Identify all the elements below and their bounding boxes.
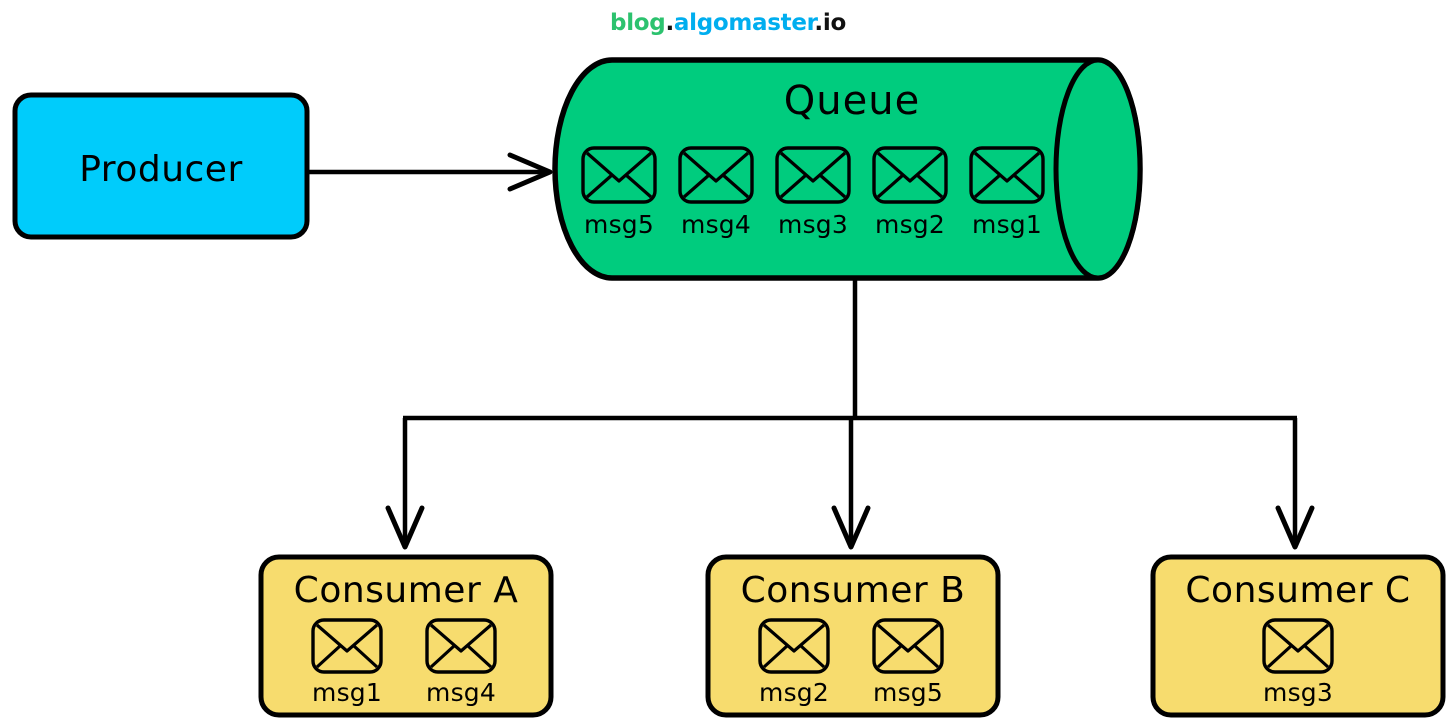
fanout-connector [385, 278, 1315, 550]
consumer-a-message-label: msg1 [312, 678, 382, 707]
envelope-icon [425, 618, 497, 674]
queue-message-label: msg5 [584, 210, 654, 239]
queue-message-label: msg1 [972, 210, 1042, 239]
consumer-a-box[interactable] [258, 554, 554, 718]
consumer-c-message-label: msg3 [1263, 678, 1333, 707]
watermark-dot-1: . [665, 10, 674, 36]
queue-envelopes [581, 146, 1045, 204]
envelope-icon [872, 146, 948, 204]
arrow-queue-to-consumer-b [831, 418, 871, 550]
envelope-icon [969, 146, 1045, 204]
queue-message-label: msg3 [778, 210, 848, 239]
queue-title: Queue [783, 78, 921, 124]
envelope-icon [311, 618, 383, 674]
consumer-b-message-label: msg2 [759, 678, 829, 707]
watermark-io: .io [814, 10, 846, 36]
arrow-producer-to-queue [307, 152, 553, 192]
envelope-icon [581, 146, 657, 204]
envelope-icon [758, 618, 830, 674]
envelope-icon [678, 146, 754, 204]
watermark-blog: blog [610, 10, 666, 36]
queue-cylinder-cap [1053, 57, 1143, 281]
arrow-queue-to-consumer-c [1275, 418, 1315, 550]
envelope-icon [1262, 618, 1334, 674]
producer-box[interactable] [12, 92, 310, 240]
envelope-icon [775, 146, 851, 204]
queue-message-label: msg4 [681, 210, 751, 239]
consumer-a-message-label: msg4 [426, 678, 496, 707]
consumer-a-label: Consumer A [293, 570, 519, 611]
envelope-icon [872, 618, 944, 674]
consumer-c-box[interactable] [1150, 554, 1446, 718]
consumer-c-label: Consumer C [1185, 570, 1411, 611]
producer-label: Producer [79, 149, 243, 190]
watermark: blog.algomaster.io [0, 10, 1456, 36]
consumer-b-box[interactable] [705, 554, 1001, 718]
consumer-b-label: Consumer B [740, 570, 966, 611]
consumer-b-message-label: msg5 [873, 678, 943, 707]
watermark-algomaster: algomaster [673, 10, 815, 36]
arrow-queue-to-consumer-a [385, 418, 425, 550]
queue-message-label: msg2 [875, 210, 945, 239]
